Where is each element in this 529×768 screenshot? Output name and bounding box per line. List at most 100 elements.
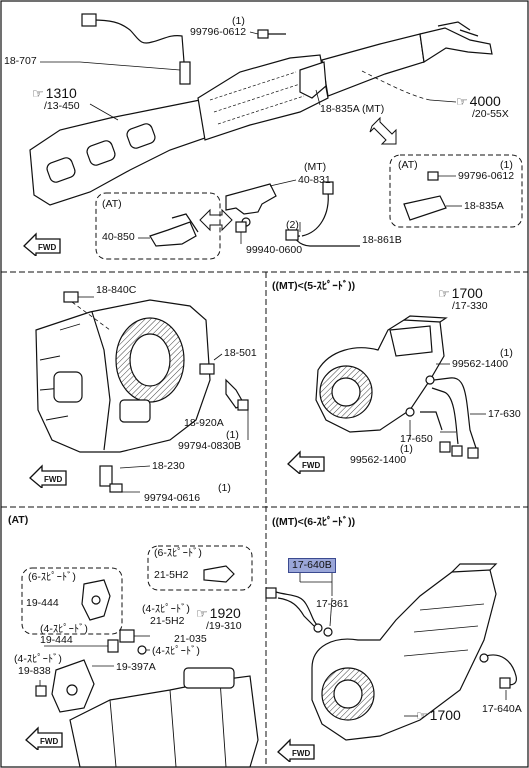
part-99940-0600[interactable]: 99940-0600	[246, 244, 303, 256]
sensor-18-230	[99, 465, 151, 493]
ref-4000[interactable]: ☞4000	[456, 94, 501, 109]
part-40-850[interactable]: 40-850	[102, 231, 135, 243]
tag-four-speed-b: (4-ｽﾋﾟｰﾄﾞ)	[40, 623, 88, 635]
part-99794-0830B[interactable]: 99794-0830B	[178, 440, 242, 452]
switch-19-444	[51, 659, 95, 713]
pointing-hand-icon: ☞	[416, 708, 428, 723]
part-17-640A[interactable]: 17-640A	[482, 703, 522, 715]
part-18-920A[interactable]: 18-920A	[184, 417, 224, 429]
part-19-444-box[interactable]: 19-444	[26, 597, 59, 609]
double-arrow-mid	[199, 208, 233, 232]
tag-at-left: (AT)	[102, 198, 122, 210]
part-18-835A-mt[interactable]: 18-835A (MT)	[320, 103, 385, 115]
o2-sensor-wire	[91, 19, 185, 63]
ref-1920-number: 1920	[209, 605, 241, 621]
box-19-444	[21, 567, 123, 635]
ref-1700-a[interactable]: ☞1700	[438, 286, 483, 301]
part-19-397A[interactable]: 19-397A	[116, 661, 156, 673]
part-17-630[interactable]: 17-630	[488, 408, 521, 420]
tag-six-speed-a: (6-ｽﾋﾟｰﾄﾞ)	[154, 547, 202, 559]
engine	[35, 299, 211, 453]
tag-mt: (MT)	[304, 161, 327, 173]
qty-99794-0616: (1)	[218, 482, 231, 494]
part-18-501[interactable]: 18-501	[224, 347, 257, 359]
tag-four-speed-d: (4-ｽﾋﾟｰﾄﾞ)	[14, 653, 62, 665]
part-19-444[interactable]: 19-444	[40, 634, 73, 646]
part-18-861B[interactable]: 18-861B	[362, 234, 402, 246]
double-arrow-top	[369, 116, 397, 145]
tag-at-right: (AT)	[398, 159, 418, 171]
fwd-label: FWD	[40, 737, 58, 746]
ref-4000-number: 4000	[469, 93, 501, 109]
at-transmission	[69, 667, 259, 768]
pointing-hand-icon: ☞	[456, 94, 468, 109]
fwd-arrow-botleft: FWD	[25, 726, 63, 750]
wire-18-861B	[295, 191, 360, 247]
fwd-label: FWD	[38, 243, 56, 252]
part-99796-0612-at[interactable]: 99796-0612	[458, 170, 515, 182]
part-17-650[interactable]: 17-650	[400, 433, 433, 445]
transmission-6spd	[311, 563, 498, 741]
o2-sensor-body	[179, 61, 191, 85]
part-18-707[interactable]: 18-707	[4, 55, 37, 67]
qty-99940: (2)	[286, 219, 299, 231]
at-box-right	[389, 154, 523, 228]
fwd-label: FWD	[292, 749, 310, 758]
part-40-831[interactable]: 40-831	[298, 174, 331, 186]
part-19-838[interactable]: 19-838	[18, 665, 51, 677]
fwd-arrow-top: FWD	[23, 232, 61, 256]
part-99794-0616[interactable]: 99794-0616	[144, 492, 201, 504]
tag-four-speed-c: (4-ｽﾋﾟｰﾄﾞ)	[152, 645, 200, 657]
sensor-18-920A	[225, 378, 249, 411]
qty-bolt: (1)	[232, 15, 245, 27]
box-21-5H2	[147, 545, 253, 591]
part-17-640B[interactable]: 17-640B	[288, 558, 336, 573]
fwd-arrow-botright: FWD	[277, 738, 315, 762]
section-title-mt-6speed: ((MT)<(6-ｽﾋﾟｰﾄﾞ))	[272, 516, 356, 528]
at-box-left	[95, 192, 221, 260]
part-17-361[interactable]: 17-361	[316, 598, 349, 610]
section-title-mt-5speed: ((MT)<(5-ｽﾋﾟｰﾄﾞ))	[272, 280, 356, 292]
part-18-230[interactable]: 18-230	[152, 460, 185, 472]
ref-1310-sub: /13-450	[44, 100, 80, 112]
part-21-5H2-box[interactable]: 21-5H2	[154, 569, 189, 581]
o2-sensor-connector	[81, 13, 97, 27]
part-99562-1400-a[interactable]: 99562-1400	[452, 358, 509, 370]
wire-17-640B	[265, 587, 333, 637]
part-21-035[interactable]: 21-035	[174, 633, 207, 645]
qty-99562-b: (1)	[400, 443, 413, 455]
ref-1700-number: 1700	[429, 707, 461, 723]
ref-1700-number: 1700	[451, 285, 483, 301]
part-18-840C[interactable]: 18-840C	[96, 284, 137, 296]
pointing-hand-icon: ☞	[438, 286, 450, 301]
ref-1920[interactable]: ☞1920	[196, 606, 241, 621]
section-title-at: (AT)	[8, 514, 29, 526]
ref-1310[interactable]: ☞1310	[32, 86, 77, 101]
wire-17-630	[405, 375, 479, 459]
fwd-arrow-midleft: FWD	[29, 464, 67, 488]
sensor-18-840C	[63, 291, 94, 303]
tag-six-speed-b: (6-ｽﾋﾟｰﾄﾞ)	[28, 571, 76, 583]
part-18-835A[interactable]: 18-835A	[464, 200, 504, 212]
part-99562-1400-b[interactable]: 99562-1400	[350, 454, 407, 466]
wire-17-640A	[479, 653, 517, 689]
ref-1700-sub: /17-330	[452, 300, 488, 312]
fwd-label: FWD	[302, 461, 320, 470]
fwd-arrow-midright: FWD	[287, 450, 325, 474]
part-21-5H2[interactable]: 21-5H2	[150, 615, 185, 627]
ref-1920-sub: /19-310	[206, 620, 242, 632]
ref-4000-sub: /20-55X	[472, 108, 509, 120]
part-99796-0612[interactable]: 99796-0612	[190, 26, 247, 38]
pointing-hand-icon: ☞	[32, 86, 44, 101]
exhaust-assembly	[29, 21, 493, 206]
qty-at-bolt: (1)	[500, 159, 513, 171]
qty-99794: (1)	[226, 429, 239, 441]
pointing-hand-icon: ☞	[196, 606, 208, 621]
bracket-40-831	[225, 183, 277, 227]
qty-99562-a: (1)	[500, 347, 513, 359]
fwd-label: FWD	[44, 475, 62, 484]
ref-1700-b[interactable]: ☞1700	[416, 708, 461, 723]
transmission-5spd	[315, 315, 448, 433]
